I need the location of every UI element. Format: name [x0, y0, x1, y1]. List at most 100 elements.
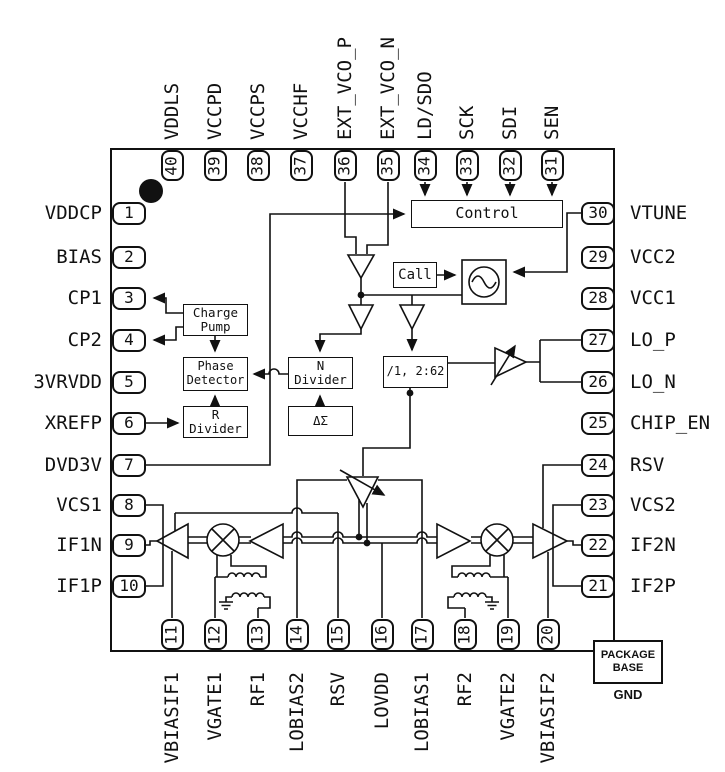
pin-number-21: 21	[588, 576, 608, 595]
pin-box-17: 17	[410, 619, 434, 650]
n-divider-line2: Divider	[294, 372, 347, 387]
pin-number-24: 24	[588, 455, 608, 474]
pin-label-IF2P: IF2P	[630, 575, 676, 597]
cal-block: Call	[393, 262, 437, 288]
pin-number-20: 20	[538, 624, 558, 645]
pin1-marker-dot	[139, 179, 163, 203]
package-base-line1: PACKAGE	[600, 648, 656, 661]
wire-vco-node	[360, 278, 462, 305]
pin-number-32: 32	[500, 155, 520, 176]
pin-label-BIAS: BIAS	[56, 246, 102, 268]
wire-if1n	[146, 540, 157, 546]
wire-if1-mixer	[188, 536, 251, 544]
pin-number-23: 23	[588, 495, 608, 514]
pin-label-VDDLS: VDDLS	[161, 82, 183, 140]
amplifier-icon-lo-distribution	[345, 476, 380, 509]
pin-box-3: 3	[112, 286, 146, 310]
pin-box-22: 22	[581, 533, 615, 557]
pin-box-18: 18	[453, 619, 477, 650]
pin-number-5: 5	[124, 372, 134, 391]
wire-cp2	[152, 326, 183, 346]
pin-box-24: 24	[581, 453, 615, 477]
inductor-icon-1b	[231, 592, 265, 598]
pin-number-38: 38	[248, 155, 268, 176]
pin-box-23: 23	[581, 493, 615, 517]
phase-detector-line1: Phase	[197, 359, 234, 374]
wire-vcs2-if2p	[552, 504, 581, 587]
pin-label-LOVDD: LOVDD	[371, 672, 393, 730]
charge-pump-block: Charge Pump	[183, 304, 248, 336]
gnd-label: GND	[613, 687, 643, 702]
wire-ndivider-phasedetector	[252, 368, 288, 380]
pin-box-16: 16	[370, 619, 394, 650]
pin-box-9: 9	[112, 533, 146, 557]
pin-label-IF1N: IF1N	[56, 534, 102, 556]
pin-number-28: 28	[588, 288, 608, 307]
package-base-line2: BASE	[612, 662, 644, 674]
pin-number-40: 40	[162, 155, 182, 176]
pin-box-14: 14	[285, 619, 309, 650]
pin-number-34: 34	[415, 155, 435, 176]
pin-label-LOBIAS2: LOBIAS2	[286, 672, 308, 753]
pin-number-6: 6	[124, 413, 134, 432]
charge-pump-line2: Pump	[200, 319, 231, 334]
pin-number-12: 12	[205, 624, 225, 645]
pin-label-VTUNE: VTUNE	[630, 202, 688, 224]
pin-label-LO_P: LO_P	[630, 329, 676, 351]
wire-rsv24	[542, 464, 581, 528]
pin-label-VCCHF: VCCHF	[290, 82, 312, 140]
pin-number-39: 39	[205, 155, 225, 176]
amplifier-icon-if1	[155, 522, 189, 560]
pin-box-27: 27	[581, 328, 615, 352]
pin-box-31: 31	[540, 150, 564, 181]
cal-block-label: Call	[398, 266, 432, 283]
inductor-icon-1a	[227, 572, 261, 578]
pin-number-9: 9	[124, 535, 134, 554]
pin-number-11: 11	[162, 624, 182, 645]
pin-label-VGATE1: VGATE1	[204, 672, 226, 741]
pin-box-13: 13	[246, 619, 270, 650]
pin-box-35: 35	[376, 150, 400, 181]
inductor-icon-2b	[453, 592, 487, 598]
pin-box-19: 19	[496, 619, 520, 650]
pin-number-14: 14	[287, 624, 307, 645]
pin-number-15: 15	[328, 624, 348, 645]
wire-lo2-mixer2	[471, 536, 533, 544]
pin-label-VBIASIF1: VBIASIF1	[161, 672, 183, 764]
pin-label-SCK: SCK	[456, 105, 478, 140]
pin-box-39: 39	[203, 150, 227, 181]
pin-label-RF2: RF2	[454, 672, 476, 707]
pin-box-8: 8	[112, 493, 146, 517]
r-divider-line2: Divider	[189, 421, 242, 436]
pin-box-36: 36	[333, 150, 357, 181]
pin-number-19: 19	[498, 624, 518, 645]
pin-number-25: 25	[588, 413, 608, 432]
n-divider-block: N Divider	[288, 357, 353, 389]
delta-sigma-block: ΔΣ	[288, 406, 353, 436]
amplifier-icon-lo2	[436, 522, 472, 560]
pin-box-28: 28	[581, 286, 615, 310]
amplifier-icon-lo1	[248, 522, 284, 560]
variable-arrow-icon-distribution	[339, 469, 386, 496]
wire-cp1	[152, 292, 183, 314]
pin-number-27: 27	[588, 330, 608, 349]
pin-box-4: 4	[112, 328, 146, 352]
mixer-icon-1	[206, 523, 240, 557]
oscillator-icon	[461, 259, 507, 305]
wire-lobias1	[378, 479, 423, 618]
pin-label-VCC2: VCC2	[630, 246, 676, 268]
pin-label-CP2: CP2	[67, 329, 102, 351]
pin-number-7: 7	[124, 455, 134, 474]
pin-label-EXT_VCO_N: EXT_VCO_N	[377, 37, 399, 140]
package-base-block: PACKAGE BASE	[593, 640, 663, 684]
pin-label-LD/SDO: LD/SDO	[414, 71, 436, 140]
pin-number-33: 33	[457, 155, 477, 176]
pin-label-VGATE2: VGATE2	[497, 672, 519, 741]
wire-extvcop	[344, 182, 357, 254]
pin-box-15: 15	[326, 619, 350, 650]
chip-outline	[110, 148, 615, 652]
r-divider-block: R Divider	[183, 406, 248, 438]
pin-box-37: 37	[289, 150, 313, 181]
pin-number-3: 3	[124, 288, 134, 307]
